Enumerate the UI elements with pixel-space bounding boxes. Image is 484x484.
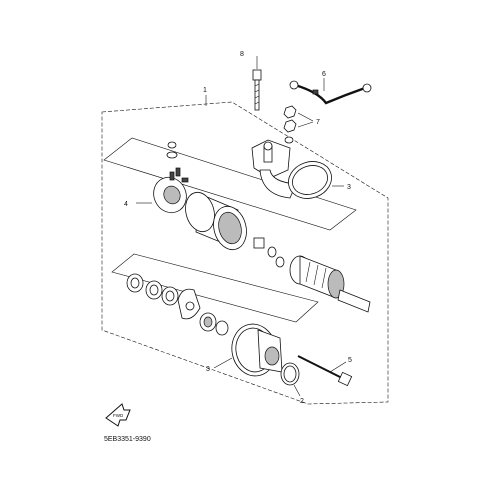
bolt-part-8 [252,56,262,111]
small-oring-upper [166,141,178,159]
washer-set [126,273,179,306]
callout-1-label: 1 [203,87,207,94]
lock-plate [177,288,201,320]
oring-part-3-upper [288,161,344,199]
callout-4-label: 4 [124,201,128,208]
lead-wire-part-6 [289,78,372,105]
terminal-washer [284,136,294,144]
thrust-washers [253,237,285,268]
brush-holder-part-4 [136,167,189,214]
callout-3-lower-label: 3 [206,366,210,373]
drawing-code: 5EB3351-9390 [104,436,151,443]
callout-5-label: 5 [348,357,352,364]
subgroup-box-middle [111,253,319,323]
callout-8-label: 8 [240,51,244,58]
callout-7-label: 7 [316,119,320,126]
nut-part-7 [283,105,314,133]
callout-1: 1 [203,87,207,106]
front-cover-assembly [251,139,297,199]
fwd-arrow-icon: FWD [105,403,131,427]
yoke-housing [185,191,247,251]
callout-3-upper-label: 3 [347,184,351,191]
bearing [199,312,229,336]
oring-part-2 [280,362,301,397]
fwd-arrow-label: FWD [113,413,124,418]
callout-6-label: 6 [322,71,326,78]
armature [289,255,371,313]
through-bolt-part-5 [297,355,353,387]
callout-2-label: 2 [300,398,304,405]
subgroup-box-upper [103,137,357,231]
assembly-boundary [101,101,389,405]
